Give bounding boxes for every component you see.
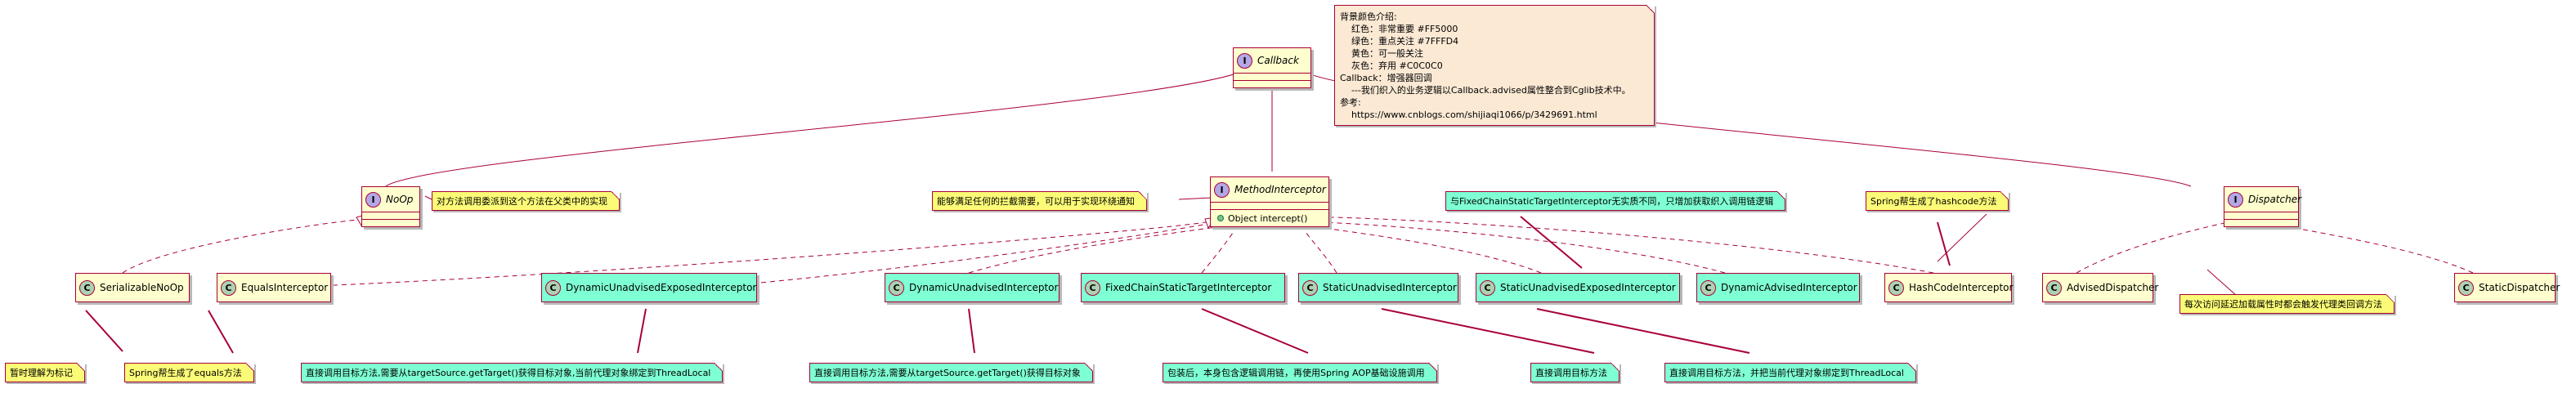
note-text: 暂时理解为标记 — [10, 368, 73, 378]
interface-badge: I — [1214, 181, 1230, 198]
class-badge: C — [889, 279, 904, 296]
class-name: StaticUnadvisedInterceptor — [1323, 282, 1457, 293]
advised-dispatcher-class[interactable]: C AdvisedDispatcher — [2042, 273, 2158, 302]
class-name: FixedChainStaticTargetInterceptor — [1105, 282, 1272, 293]
note-text: Spring帮生成了equals方法 — [129, 368, 242, 378]
method-interceptor-interface[interactable]: I MethodInterceptor Object intercept() — [1210, 176, 1329, 227]
class-name: EqualsInterceptor — [241, 282, 329, 293]
note-text: 与FixedChainStaticTargetInterceptor无实质不同，… — [1450, 196, 1774, 207]
static-exposed-note: 直接调用目标方法，并把当前代理对象绑定到ThreadLocal — [1664, 363, 1916, 382]
note-text: 直接调用目标方法,需要从targetSource.getTarget()获得目标… — [814, 368, 1081, 378]
note-text: 每次访问延迟加载属性时都会触发代理类回调方法 — [2184, 299, 2382, 310]
class-name: DynamicUnadvisedExposedInterceptor — [566, 282, 757, 293]
note-text: 能够满足任何的拦截需要，可以用于实现环绕通知 — [937, 196, 1135, 207]
class-badge: C — [1480, 279, 1495, 296]
interface-badge: I — [2228, 191, 2243, 208]
class-name: SerializableNoOp — [100, 282, 184, 293]
legend-line: 参考: — [1340, 97, 1361, 108]
interface-name: NoOp — [386, 194, 414, 205]
interface-badge: I — [365, 191, 381, 208]
legend-line: Callback：增强器回调 — [1340, 73, 1432, 83]
interface-name: Callback — [1257, 55, 1299, 66]
dispatcher-interface[interactable]: I Dispatcher — [2224, 186, 2302, 227]
fixed-chain-top-note: 与FixedChainStaticTargetInterceptor无实质不同，… — [1445, 191, 1786, 211]
interface-name: MethodInterceptor — [1234, 184, 1326, 195]
legend-line: 灰色：弃用 #C0C0C0 — [1340, 60, 1443, 71]
legend-line: 红色：非常重要 #FF5000 — [1340, 24, 1458, 34]
legend-note: 背景颜色介绍: 红色：非常重要 #FF5000 绿色：重点关注 #7FFFD4 … — [1334, 5, 1655, 126]
class-name: StaticUnadvisedExposedInterceptor — [1500, 282, 1676, 293]
class-badge: C — [1888, 279, 1904, 296]
static-unadvised-class[interactable]: C StaticUnadvisedInterceptor — [1298, 273, 1458, 302]
method-interceptor-note: 能够满足任何的拦截需要，可以用于实现环绕通知 — [932, 191, 1147, 211]
class-badge: C — [1085, 279, 1100, 296]
equals-note: Spring帮生成了equals方法 — [124, 363, 254, 382]
legend-line: 黄色：可一般关注 — [1340, 48, 1423, 59]
class-name: DynamicUnadvisedInterceptor — [909, 282, 1059, 293]
class-badge: C — [1302, 279, 1318, 296]
note-text: 包装后，本身包含逻辑调用链，再使用Spring AOP基础设施调用 — [1167, 368, 1425, 378]
class-badge: C — [1700, 279, 1716, 296]
dynamic-advised-class[interactable]: C DynamicAdvisedInterceptor — [1696, 273, 1860, 302]
class-badge: C — [545, 279, 561, 296]
noop-note: 对方法调用委派到这个方法在父类中的实现 — [432, 191, 620, 211]
serializable-note: 暂时理解为标记 — [5, 363, 85, 382]
legend-line: 背景颜色介绍: — [1340, 11, 1397, 22]
class-badge: C — [221, 279, 236, 296]
note-text: 直接调用目标方法，并把当前代理对象绑定到ThreadLocal — [1669, 368, 1904, 378]
class-name: HashCodeInterceptor — [1909, 282, 2014, 293]
dispatcher-note: 每次访问延迟加载属性时都会触发代理类回调方法 — [2180, 294, 2395, 314]
dynamic-unadvised-exposed-class[interactable]: C DynamicUnadvisedExposedInterceptor — [541, 273, 757, 302]
fixed-chain-note: 包装后，本身包含逻辑调用链，再使用Spring AOP基础设施调用 — [1163, 363, 1437, 382]
serializable-noop-class[interactable]: C SerializableNoOp — [75, 273, 190, 302]
interface-name: Dispatcher — [2248, 194, 2302, 205]
equals-interceptor-class[interactable]: C EqualsInterceptor — [217, 273, 331, 302]
method-signature: Object intercept() — [1228, 212, 1308, 224]
noop-interface[interactable]: I NoOp — [361, 186, 420, 227]
static-unadvised-note: 直接调用目标方法 — [1530, 363, 1620, 382]
class-name: StaticDispatcher — [2479, 282, 2560, 293]
callback-interface[interactable]: I Callback — [1233, 47, 1311, 88]
note-text: 对方法调用委派到这个方法在父类中的实现 — [437, 196, 607, 207]
hashcode-note: Spring帮生成了hashcode方法 — [1866, 191, 2009, 211]
static-unadvised-exposed-class[interactable]: C StaticUnadvisedExposedInterceptor — [1476, 273, 1680, 302]
class-badge: C — [2046, 279, 2062, 296]
note-text: Spring帮生成了hashcode方法 — [1870, 196, 1997, 207]
public-method-icon — [1217, 215, 1224, 221]
legend-line: ---我们织入的业务逻辑以Callback.advised属性整合到Cglib技… — [1340, 85, 1631, 96]
class-name: DynamicAdvisedInterceptor — [1721, 282, 1857, 293]
class-badge: C — [79, 279, 95, 296]
interface-badge: I — [1237, 52, 1252, 69]
class-badge: C — [2458, 279, 2474, 296]
dyn-unadvised-note: 直接调用目标方法,需要从targetSource.getTarget()获得目标… — [809, 363, 1093, 382]
note-text: 直接调用目标方法,需要从targetSource.getTarget()获得目标… — [306, 368, 711, 378]
legend-line: https://www.cnblogs.com/shijiaqi1066/p/3… — [1340, 109, 1597, 120]
dyn-exposed-note: 直接调用目标方法,需要从targetSource.getTarget()获得目标… — [301, 363, 724, 382]
class-name: AdvisedDispatcher — [2067, 282, 2159, 293]
hashcode-interceptor-class[interactable]: C HashCodeInterceptor — [1884, 273, 2014, 302]
dynamic-unadvised-class[interactable]: C DynamicUnadvisedInterceptor — [885, 273, 1060, 302]
fixed-chain-class[interactable]: C FixedChainStaticTargetInterceptor — [1081, 273, 1285, 302]
legend-line: 绿色：重点关注 #7FFFD4 — [1340, 36, 1459, 47]
note-text: 直接调用目标方法 — [1535, 368, 1607, 378]
static-dispatcher-class[interactable]: C StaticDispatcher — [2454, 273, 2560, 302]
